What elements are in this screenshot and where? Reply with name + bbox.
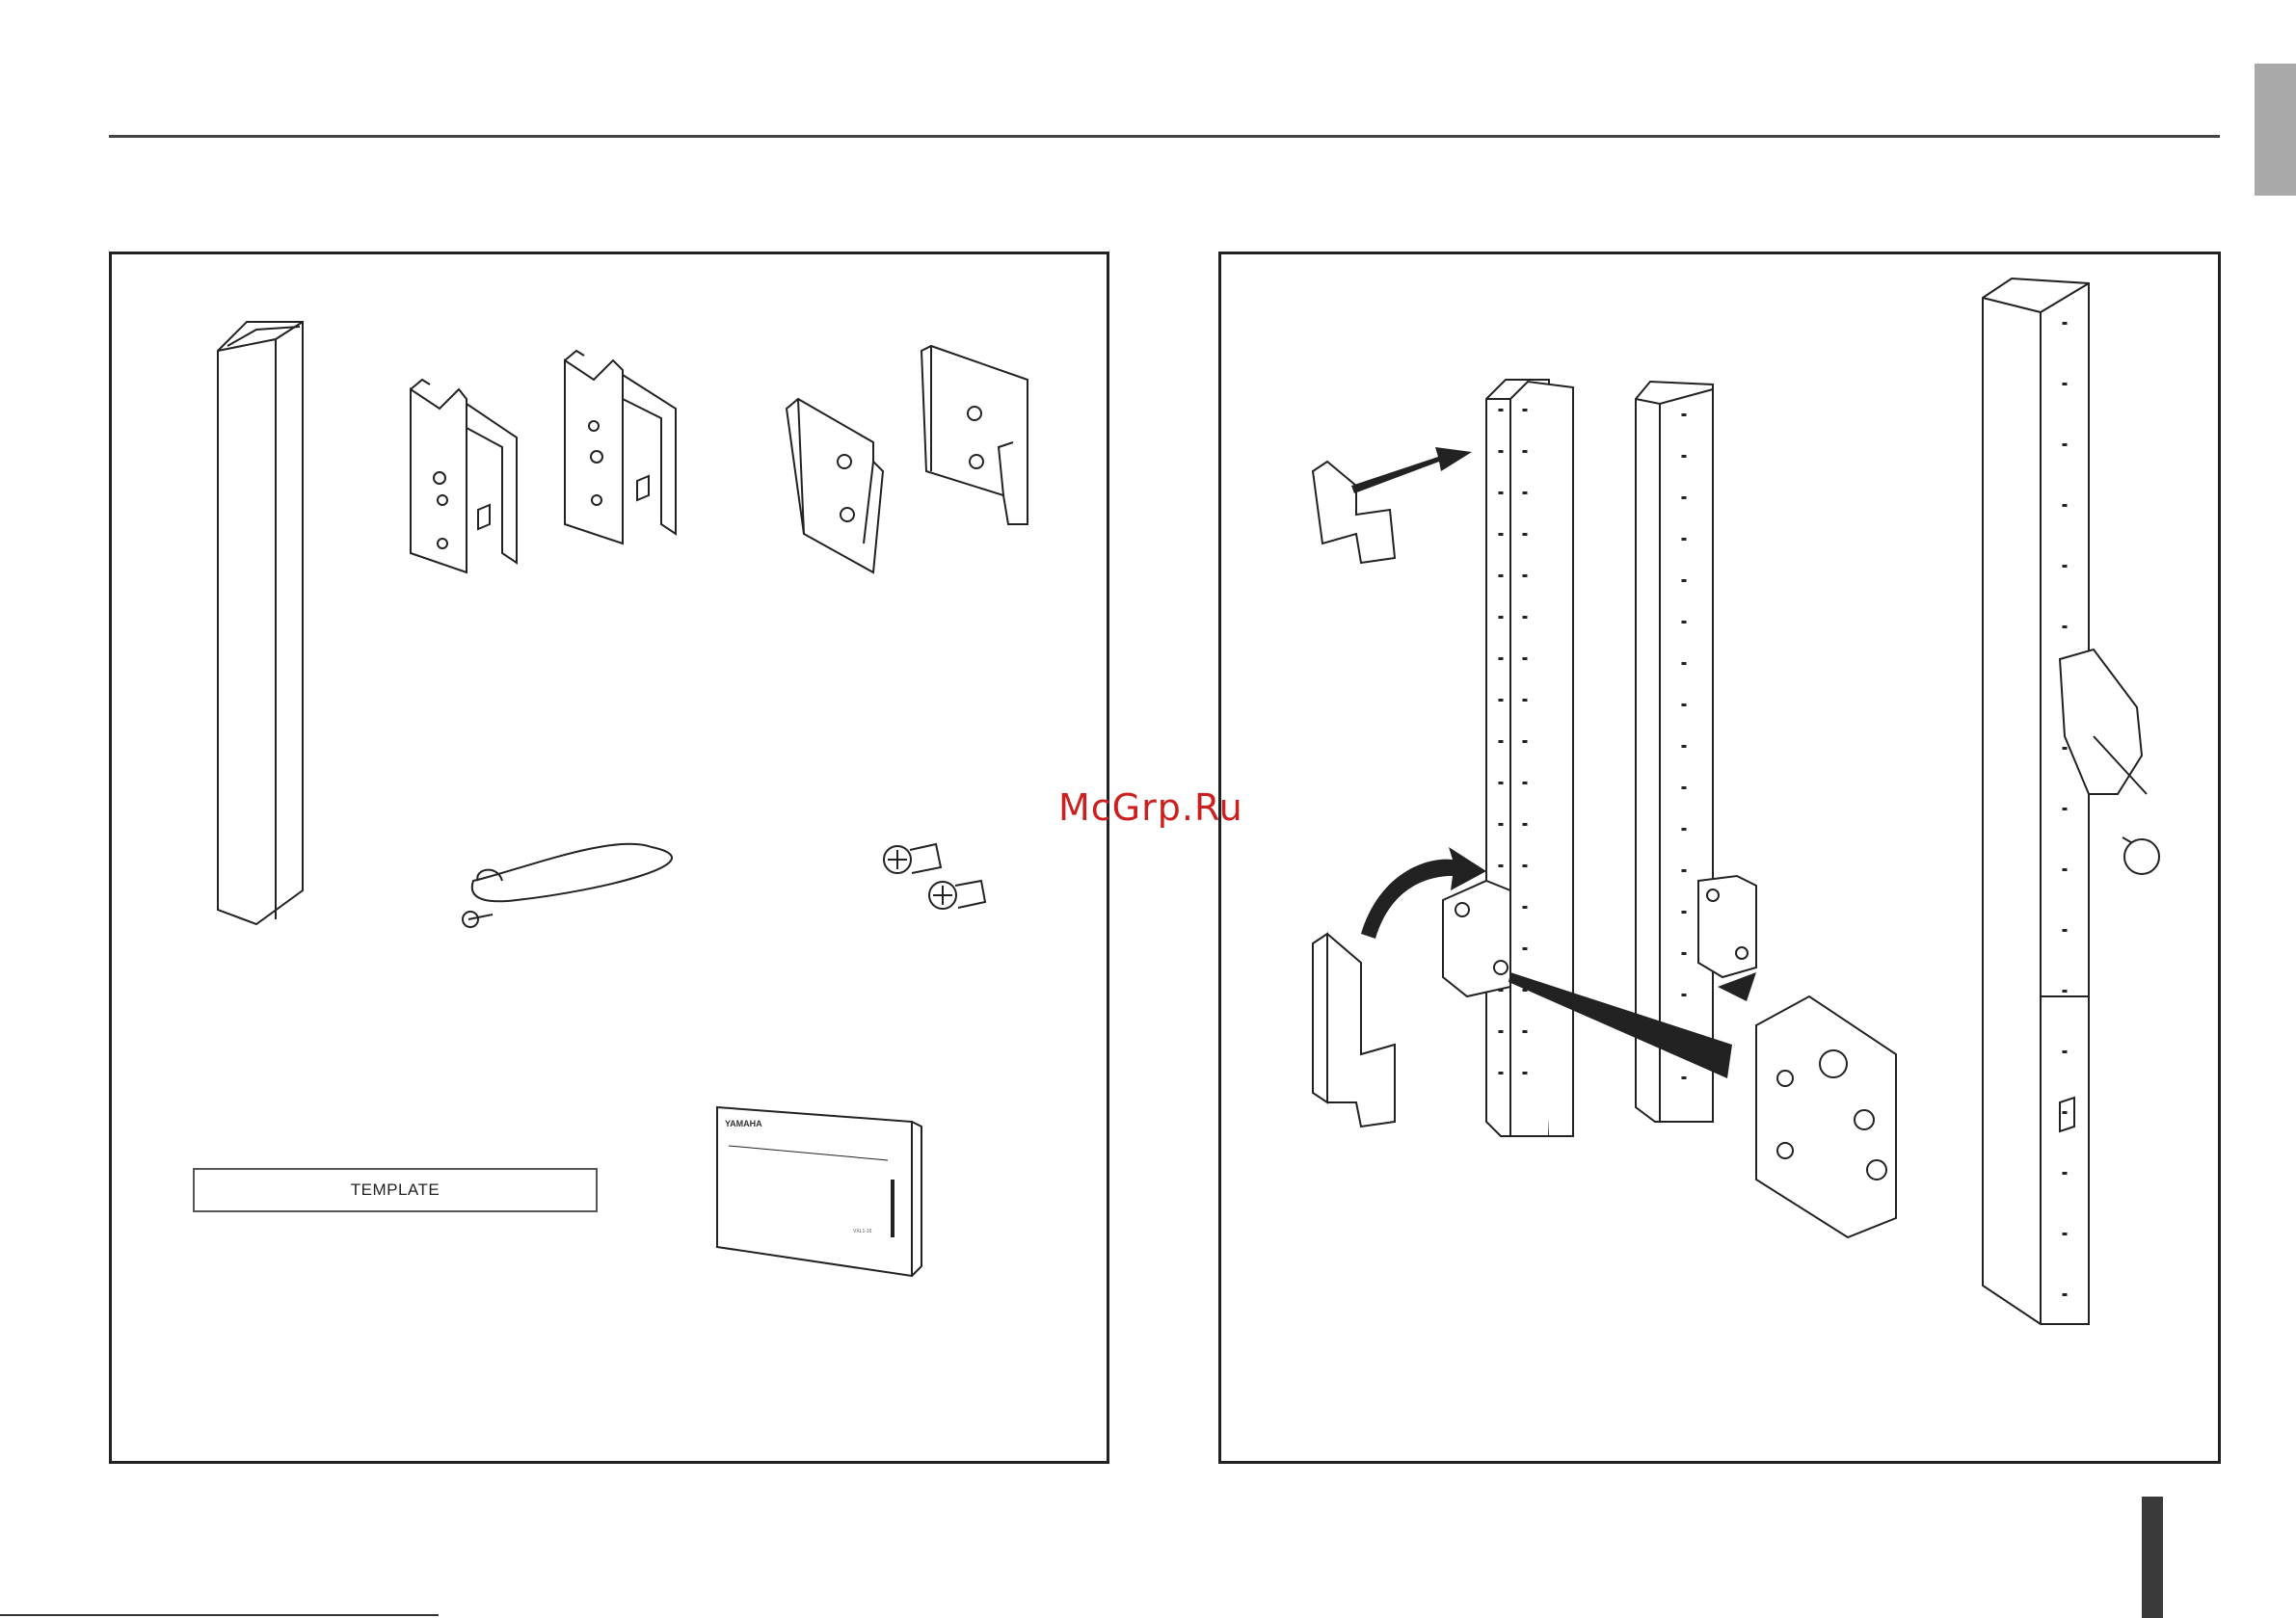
mount-plate-illustration-1	[1443, 881, 1510, 996]
mount-bracket-large-illustration	[1756, 996, 1896, 1237]
owners-manual-illustration	[717, 1107, 921, 1276]
screw-illustration-1	[884, 844, 941, 873]
flat-bracket-illustration-2	[921, 346, 1028, 524]
screw-illustration-2	[929, 881, 985, 909]
safety-wire-illustration	[463, 844, 672, 927]
manual-code-text: VXL1-16	[853, 1229, 871, 1234]
bracket-lower-illustration	[1313, 934, 1395, 1127]
accessories-panel: TEMPLATE YAMAHA VXL1-16	[109, 252, 1109, 1464]
header-rule	[109, 135, 2220, 138]
wall-bracket-illustration-2	[565, 351, 676, 544]
mount-plate-illustration-2	[1698, 876, 1756, 977]
arrow-top	[1351, 447, 1472, 493]
speaker-column-illustration-2	[1636, 382, 1713, 1122]
column-cover-illustration	[218, 322, 303, 924]
speaker-column-tall-illustration	[1983, 279, 2089, 1324]
assembly-panel	[1218, 252, 2221, 1464]
page-tab	[2142, 1497, 2163, 1618]
footer-rule	[0, 1614, 439, 1616]
section-tab	[2255, 64, 2296, 196]
wall-bracket-illustration-1	[411, 380, 517, 572]
watermark: McGrp.Ru	[1058, 786, 1243, 829]
template-label: TEMPLATE	[193, 1168, 598, 1212]
flat-bracket-illustration-1	[787, 399, 883, 572]
speaker-column-illustration-1	[1486, 380, 1573, 1136]
manual-brand-text: YAMAHA	[725, 1119, 762, 1128]
